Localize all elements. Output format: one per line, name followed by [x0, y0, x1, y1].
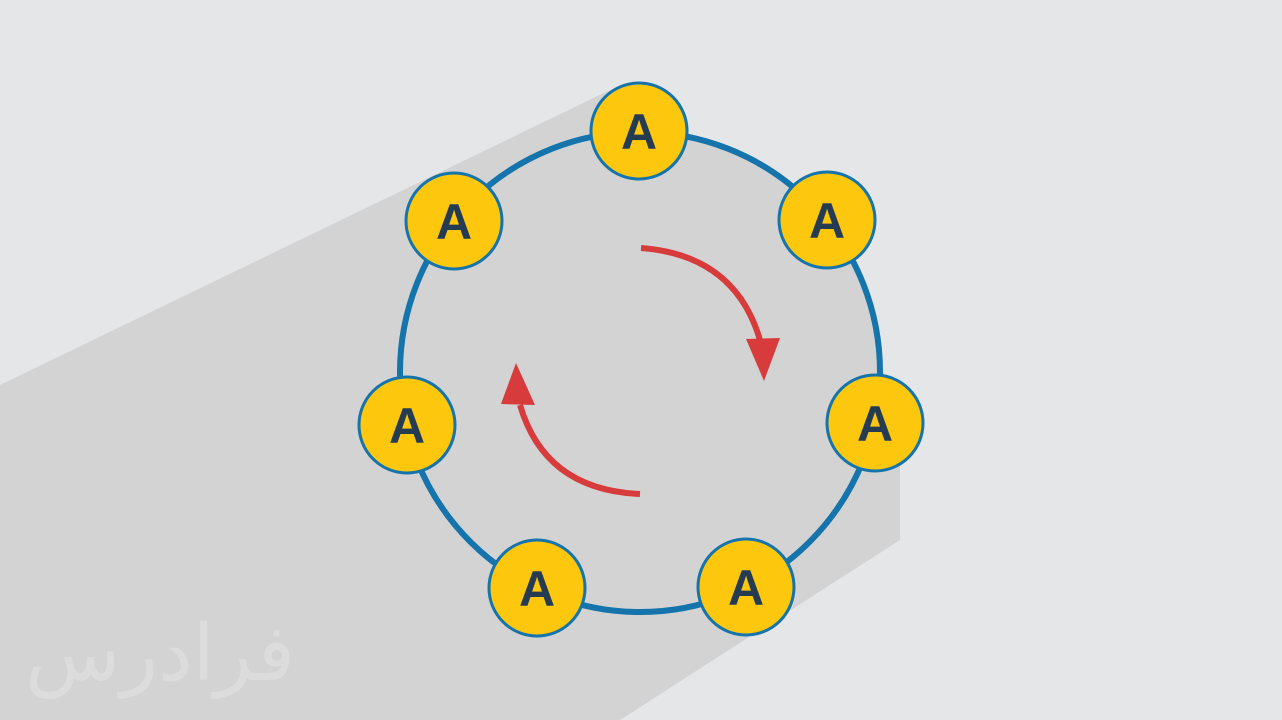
node-circle — [589, 81, 689, 181]
node-bottom-left: A — [487, 538, 587, 638]
node-label: A — [621, 104, 657, 160]
node-circle — [487, 538, 587, 638]
node-circle — [825, 373, 925, 473]
node-label: A — [728, 560, 764, 616]
node-left: A — [357, 375, 457, 475]
watermark-logo: فرادرس — [25, 609, 295, 700]
node-top: A — [589, 81, 689, 181]
arrow-curve — [640, 245, 763, 341]
node-circle — [777, 170, 877, 270]
rotation-arrow-right — [640, 245, 780, 381]
node-label: A — [809, 193, 845, 249]
node-right: A — [825, 373, 925, 473]
arrow-head — [746, 338, 780, 381]
arrow-curve — [517, 404, 641, 497]
node-label: A — [436, 194, 472, 250]
node-top-right: A — [777, 170, 877, 270]
rotation-arrow-left — [501, 363, 641, 497]
arrow-head — [501, 363, 535, 405]
node-circle — [357, 375, 457, 475]
node-bottom-right: A — [696, 537, 796, 637]
node-circle — [404, 171, 504, 271]
node-label: A — [389, 398, 425, 454]
node-label: A — [519, 561, 555, 617]
node-label: A — [857, 396, 893, 452]
node-circle — [696, 537, 796, 637]
node-top-left: A — [404, 171, 504, 271]
